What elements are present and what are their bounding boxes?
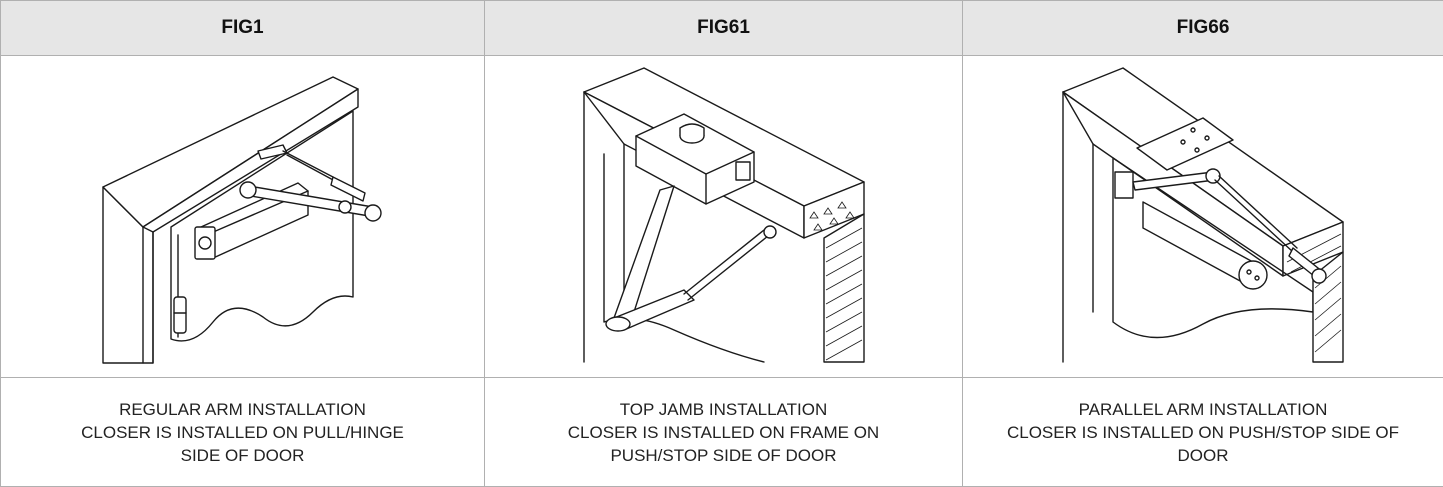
fig66-caption: PARALLEL ARM INSTALLATION CLOSER IS INST… [963, 378, 1443, 487]
fig61-header: FIG61 [485, 1, 963, 56]
fig66-header: FIG66 [963, 1, 1443, 56]
fig61-caption-line-3: PUSH/STOP SIDE OF DOOR [485, 444, 962, 467]
regular-arm-installation-drawing [83, 67, 403, 367]
fig1-caption-line-2: CLOSER IS INSTALLED ON PULL/HINGE [1, 421, 484, 444]
fig61-drawing-cell [485, 56, 963, 378]
fig1-drawing-cell [1, 56, 485, 378]
fig61-caption-line-1: TOP JAMB INSTALLATION [485, 398, 962, 421]
fig61-caption-line-2: CLOSER IS INSTALLED ON FRAME ON [485, 421, 962, 444]
fig1-caption: REGULAR ARM INSTALLATION CLOSER IS INSTA… [1, 378, 485, 487]
fig61-caption: TOP JAMB INSTALLATION CLOSER IS INSTALLE… [485, 378, 963, 487]
header-row: FIG1 FIG61 FIG66 [1, 1, 1443, 56]
fig66-caption-line-3: DOOR [963, 444, 1443, 467]
parallel-arm-installation-drawing [1043, 62, 1363, 372]
fig66-caption-line-2: CLOSER IS INSTALLED ON PUSH/STOP SIDE OF [963, 421, 1443, 444]
fig66-caption-line-1: PARALLEL ARM INSTALLATION [963, 398, 1443, 421]
fig1-caption-line-1: REGULAR ARM INSTALLATION [1, 398, 484, 421]
caption-row: REGULAR ARM INSTALLATION CLOSER IS INSTA… [1, 378, 1443, 487]
fig66-drawing-cell [963, 56, 1443, 378]
top-jamb-installation-drawing [564, 62, 884, 372]
fig1-header: FIG1 [1, 1, 485, 56]
fig1-caption-line-3: SIDE OF DOOR [1, 444, 484, 467]
drawing-row [1, 56, 1443, 378]
